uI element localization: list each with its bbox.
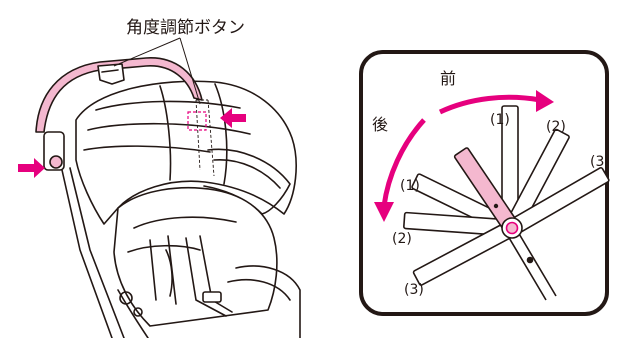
backward-arrowhead-icon xyxy=(374,202,394,222)
angle-adjust-button-left xyxy=(49,155,63,169)
forward-arrow-icon xyxy=(438,94,541,115)
hidden-button-guide xyxy=(195,99,215,177)
rear-step-1-label: (1) xyxy=(400,178,420,194)
front-step-1-label: (1) xyxy=(490,112,510,128)
stroller-seat xyxy=(113,186,278,327)
angle-button-label: 角度調節ボタン xyxy=(126,18,245,38)
forward-label: 前 xyxy=(440,69,456,88)
rear-step-3-label: (3) xyxy=(404,282,424,298)
press-arrows xyxy=(18,108,246,178)
handle-latch xyxy=(97,63,125,85)
press-arrow-right-icon xyxy=(220,108,246,128)
angle-adjust-button-top xyxy=(187,111,207,131)
front-step-2-label: (2) xyxy=(546,119,566,135)
press-arrow-left-icon xyxy=(18,158,45,178)
forward-arrowhead-icon xyxy=(536,90,554,112)
stroller-illustration xyxy=(35,57,301,338)
backward-arrow-icon xyxy=(381,118,426,207)
canopy-seam xyxy=(83,83,251,185)
front-step-3-label: (3) xyxy=(590,154,610,170)
stroller-bumper xyxy=(227,265,301,338)
seat-harness xyxy=(185,235,233,317)
direction-arrows xyxy=(381,94,541,207)
backward-label: 後 xyxy=(372,115,388,134)
stroller-frame-leg xyxy=(61,167,125,338)
leader-lines xyxy=(113,37,201,105)
rear-step-2-label: (2) xyxy=(392,231,412,247)
recline-frame xyxy=(507,231,557,301)
backrest-positions xyxy=(403,105,610,286)
